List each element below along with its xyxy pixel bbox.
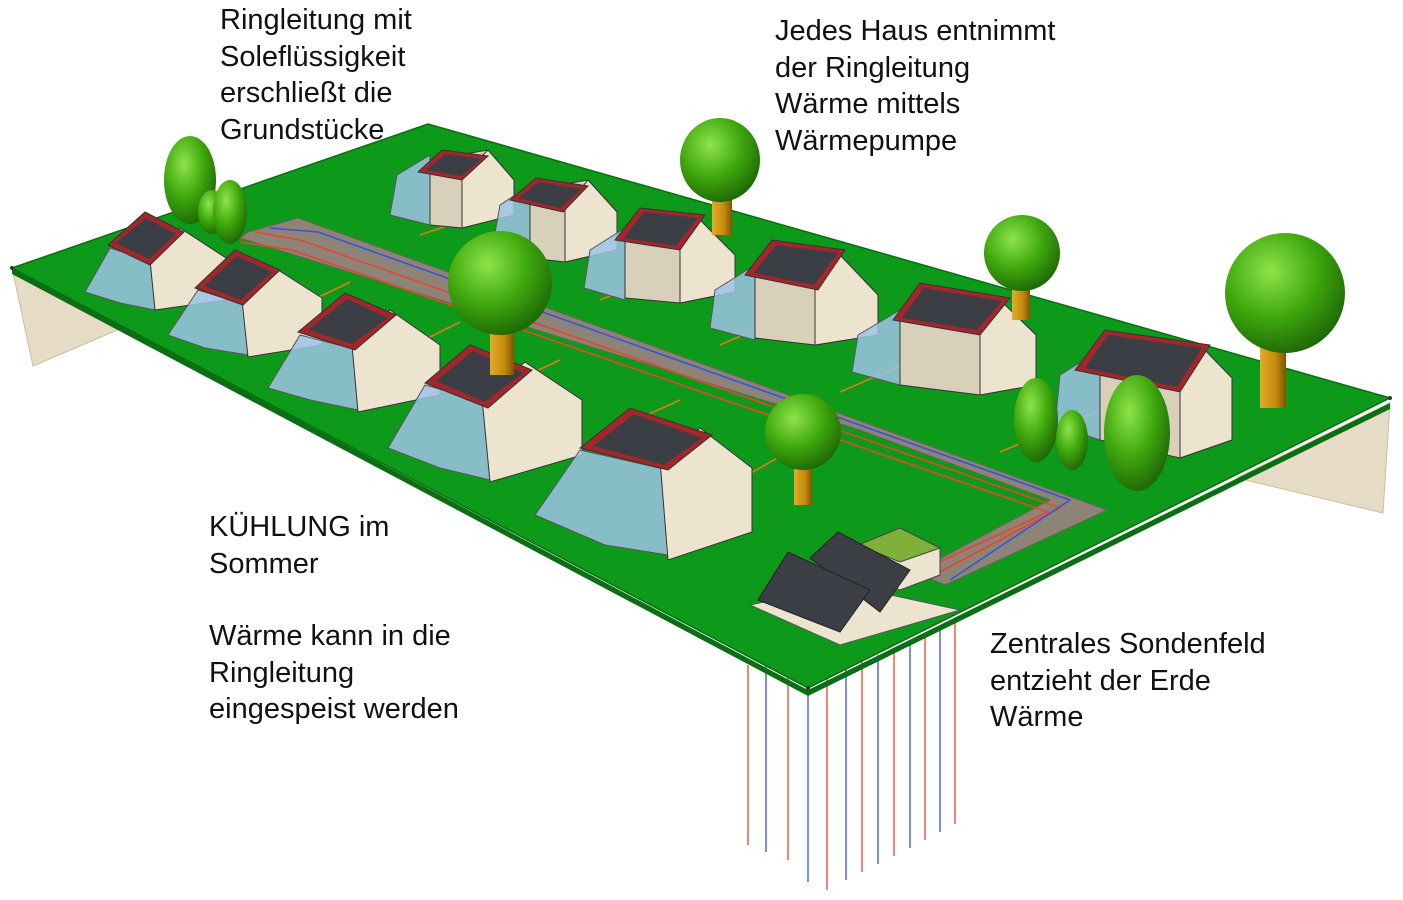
house-front-2 (167, 249, 323, 358)
caption-line: Ringleitung (209, 656, 355, 689)
caption-line: Wärme kann in die (209, 620, 451, 652)
caption-house-heat-pump: Jedes Haus entnimmt der Ringleitung Wärm… (775, 13, 1055, 159)
house-front-3 (267, 292, 441, 413)
borehole-probes (747, 618, 956, 890)
house-front-4 (387, 344, 583, 483)
house-back-3 (583, 207, 736, 304)
tree-back-3 (1225, 233, 1345, 408)
caption-line: Sommer (209, 547, 319, 580)
caption-probe-field: Zentrales Sondenfeld entzieht der Erde W… (990, 626, 1266, 736)
house-back-5 (851, 282, 1037, 396)
caption-line: Jedes Haus entnimmt (775, 15, 1056, 47)
bushes-back-left (164, 136, 247, 244)
ring-loop-pipes (239, 227, 1072, 581)
tree-back-1 (680, 118, 760, 235)
caption-line: Ringleitung mit (220, 4, 412, 36)
house-back-1 (389, 149, 515, 229)
caption-line: Wärmepumpe (775, 124, 958, 157)
tree-front-2 (765, 394, 841, 505)
caption-ring-loop: Ringleitung mit Soleflüssigkeit erschlie… (220, 2, 412, 148)
caption-spacer (209, 582, 459, 618)
caption-line: Wärme mittels (775, 88, 961, 120)
caption-line: KÜHLUNG im (209, 511, 390, 543)
caption-line: entzieht der Erde (990, 664, 1211, 697)
caption-line: Zentrales Sondenfeld (990, 628, 1266, 660)
caption-line: Wärme (990, 701, 1084, 733)
corner-markers (10, 266, 1392, 690)
soil-face-right (1235, 402, 1391, 514)
caption-line: erschließt die (220, 77, 393, 109)
tree-front-1 (448, 231, 552, 375)
caption-line: Grundstücke (220, 113, 385, 146)
caption-line: eingespeist werden (209, 693, 459, 725)
caption-cooling: KÜHLUNG im Sommer Wärme kann in die Ring… (209, 509, 459, 728)
caption-line: Soleflüssigkeit (220, 40, 406, 73)
house-front-5 (534, 407, 753, 561)
central-probe-station (748, 527, 961, 646)
caption-line: der Ringleitung (775, 51, 971, 84)
bushes-front-right (1014, 375, 1170, 491)
tree-back-2 (984, 215, 1060, 320)
